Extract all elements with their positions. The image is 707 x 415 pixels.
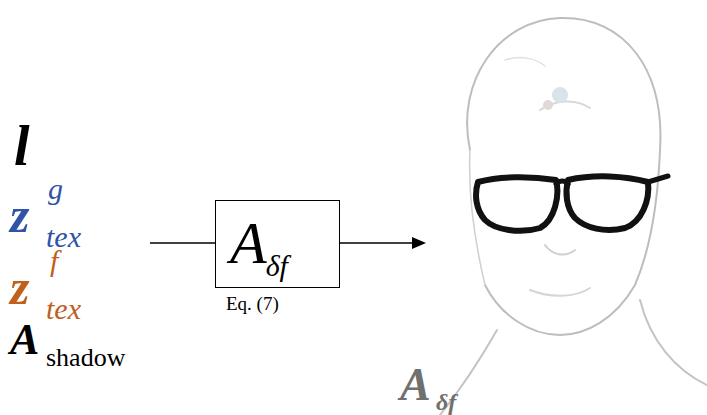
operator-subscript: δf <box>266 251 288 281</box>
output-arrow <box>340 242 414 244</box>
operator-box: AδfEq. (7) <box>215 200 340 288</box>
subscript: shadow <box>46 345 125 371</box>
face-sketch <box>440 18 707 415</box>
operator-symbol: A <box>230 213 267 273</box>
superscript: f <box>50 246 58 276</box>
subscript: tex <box>46 294 81 324</box>
symbol-l: l <box>14 118 30 174</box>
arrowhead <box>412 237 426 249</box>
input-line <box>150 242 215 244</box>
output-subscript: δf <box>436 390 456 414</box>
symbol-z: z <box>10 190 29 240</box>
equation-reference: Eq. (7) <box>226 294 279 313</box>
symbol-z: z <box>10 262 29 312</box>
symbol-a: A <box>10 318 39 362</box>
output-symbol: A <box>400 362 431 408</box>
superscript: g <box>48 174 63 204</box>
